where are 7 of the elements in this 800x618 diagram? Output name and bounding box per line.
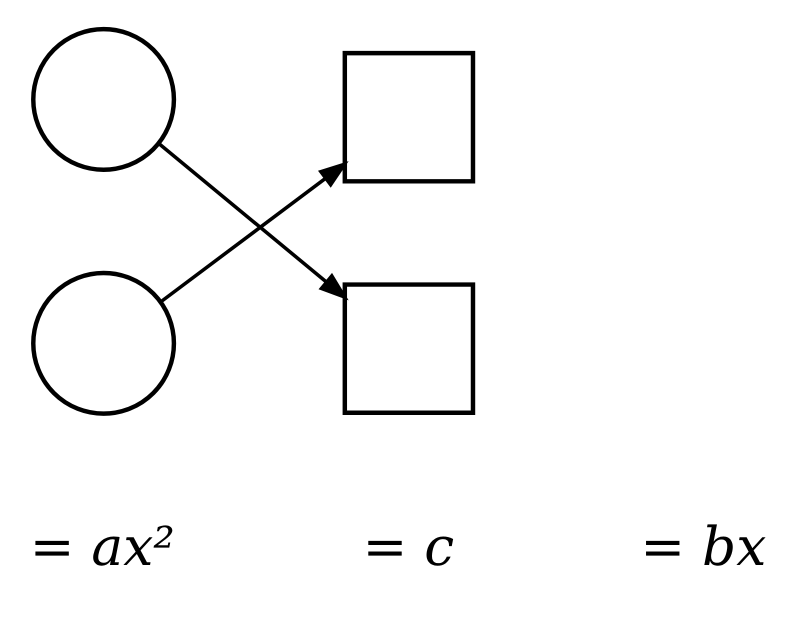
- label: = bx: [640, 514, 766, 578]
- label: = c: [362, 514, 454, 578]
- node-circle: [31, 270, 176, 416]
- node-circle: [31, 26, 176, 172]
- node-box: [342, 282, 476, 414]
- label: = ax²: [30, 514, 175, 578]
- node-box: [342, 50, 476, 184]
